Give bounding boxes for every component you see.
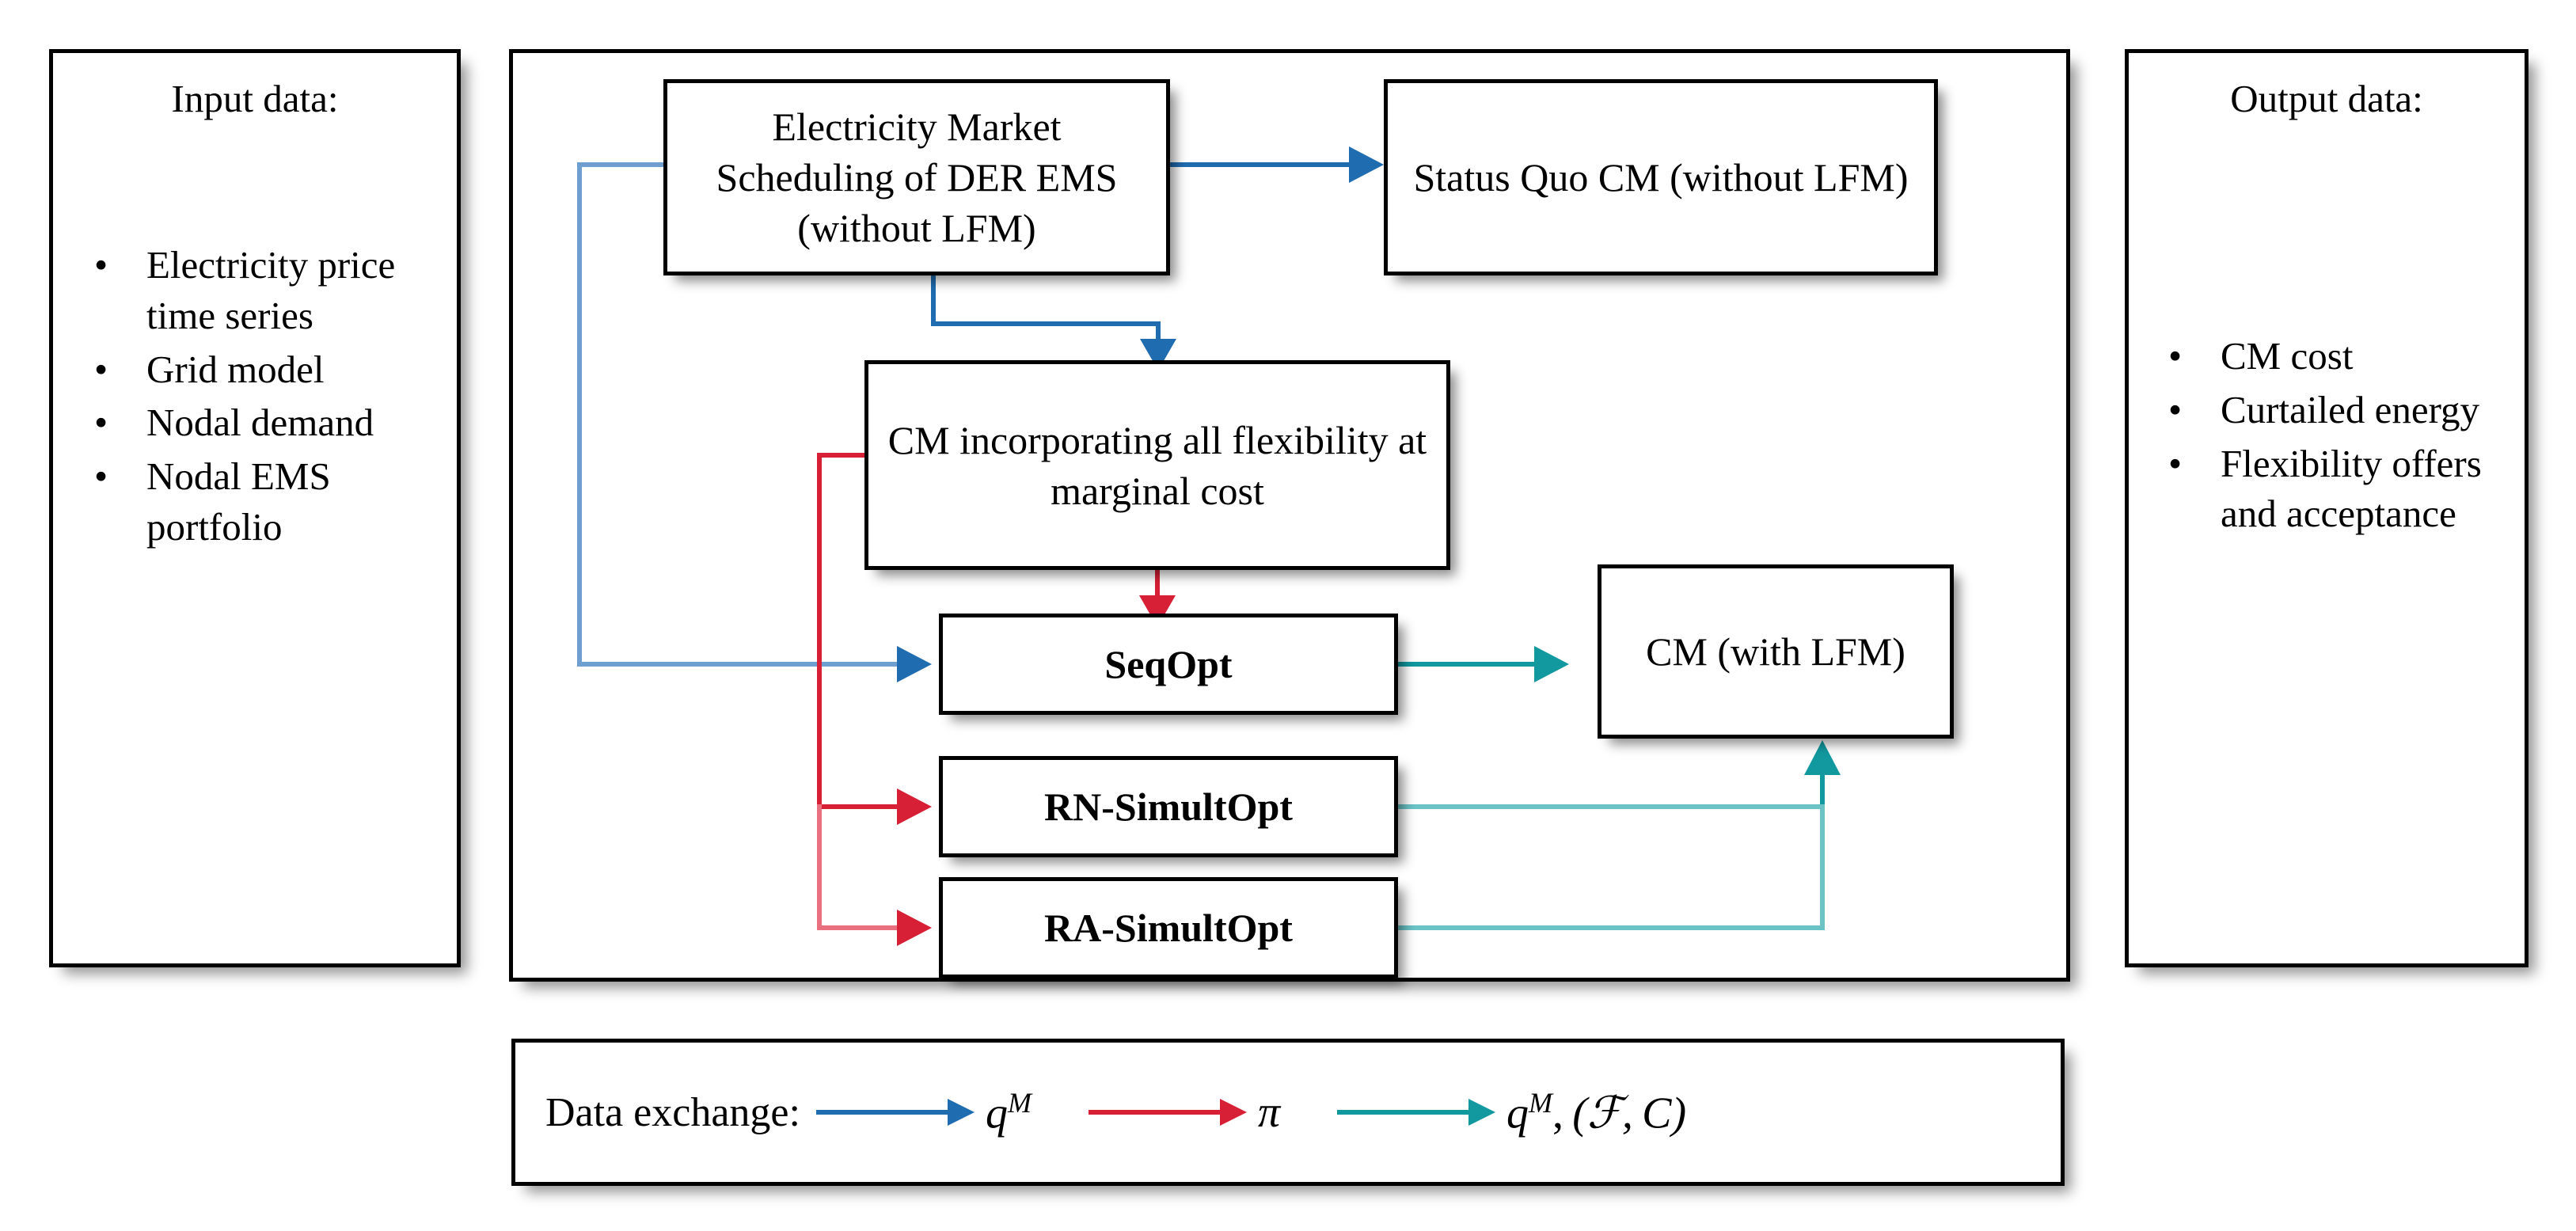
connector-ra-to-riser [1398,925,1825,930]
arrowhead-right-red-ra [897,910,932,946]
bullet-icon: • [94,401,108,445]
connector-cm-left-down-2 [817,804,822,928]
process-box-label: CM incorporating all flexibility at marg… [887,417,1427,513]
connector-cm-left-down [817,453,822,807]
input-item-label: Grid model [146,347,325,391]
process-box-status-quo-cm[interactable]: Status Quo CM (without LFM) [1384,79,1938,275]
list-item: • Nodal demand [86,397,457,448]
connector-cm-to-ra [817,925,897,930]
input-data-panel: Input data: • Electricity price time seri… [49,49,461,967]
connector-ems-right-1 [931,321,1161,326]
bullet-icon: • [2168,388,2183,432]
output-item-label: CM cost [2221,334,2354,378]
input-item-label: Nodal EMS portfolio [146,454,331,549]
process-box-label: Status Quo CM (without LFM) [1413,155,1909,199]
legend-panel: Data exchange: qM π qM, (ℱ, C) [511,1039,2065,1186]
output-data-panel: Output data: • CM cost • Curtailed energy … [2125,49,2529,967]
connector-rn-to-riser [1398,804,1825,809]
connector-cm-left-out [817,453,868,458]
list-item: • CM cost [2160,331,2525,382]
arrowhead-right-blue [1349,146,1384,183]
legend-symbol-qm-fc: qM, (ℱ, C) [1506,1086,1687,1138]
legend-entry-red: π [1032,1087,1280,1138]
bullet-icon: • [94,243,108,287]
process-box-cm-with-lfm[interactable]: CM (with LFM) [1598,564,1954,739]
bullet-icon: • [94,454,108,499]
legend-title: Data exchange: [545,1089,800,1135]
bullet-icon: • [2168,441,2183,485]
connector-ra-riser [1820,804,1825,928]
input-item-label: Electricity price time series [146,243,396,338]
output-item-label: Flexibility offers and acceptance [2221,441,2482,536]
input-data-list: • Electricity price time series • Grid mod… [53,240,457,555]
input-data-title: Input data: [171,77,339,120]
output-data-title: Output data: [2230,77,2423,120]
process-box-ra-simultopt[interactable]: RA-SimultOpt [939,877,1398,978]
connector-ems-left-down [577,162,582,664]
process-box-rn-simultopt[interactable]: RN-SimultOpt [939,756,1398,857]
connector-ems-left-out [577,162,667,167]
list-item: • Curtailed energy [2160,385,2525,435]
connector-ems-down-1 [931,275,936,326]
connector-ems-to-seqopt [577,662,897,667]
connector-riser-to-cmlfm [1820,774,1825,807]
connector-seqopt-to-cmlfm [1398,662,1534,667]
input-item-label: Nodal demand [146,401,374,445]
arrowhead-right-teal-cmlfm [1534,646,1569,682]
list-item: • Nodal EMS portfolio [86,451,457,552]
arrowhead-right-blue-seqopt [897,646,932,682]
connector-cm-to-seqopt [1155,570,1160,600]
legend-entry-blue: qM [800,1086,1032,1139]
legend-symbol-pi: π [1257,1088,1280,1137]
connector-ems-to-statusquo [1170,162,1349,167]
process-box-cm-incorporating-flexibility[interactable]: CM incorporating all flexibility at marg… [864,360,1450,570]
output-data-list: • CM cost • Curtailed energy • Flexibility … [2129,331,2525,542]
connector-ems-down-2 [1156,321,1161,344]
legend-entry-teal: qM, (ℱ, C) [1280,1086,1686,1139]
process-box-label: SeqOpt [1104,642,1233,686]
process-box-label: RN-SimultOpt [1044,785,1293,829]
process-box-label: CM (with LFM) [1646,629,1905,674]
process-box-seqopt[interactable]: SeqOpt [939,614,1398,715]
arrowhead-right-red-rn [897,788,932,825]
process-box-label: RA-SimultOpt [1044,906,1293,950]
connector-cm-to-rn [817,804,897,809]
process-box-label: Electricity Market Scheduling of DER EMS… [716,104,1118,250]
legend-symbol-qm: qM [985,1086,1032,1138]
list-item: • Electricity price time series [86,240,457,340]
bullet-icon: • [2168,334,2183,378]
list-item: • Grid model [86,344,457,395]
bullet-icon: • [94,347,108,391]
process-box-electricity-market-scheduling[interactable]: Electricity Market Scheduling of DER EMS… [663,79,1170,275]
arrowhead-up-teal-cmlfm [1804,740,1841,775]
output-item-label: Curtailed energy [2221,388,2480,432]
list-item: • Flexibility offers and acceptance [2160,439,2525,539]
